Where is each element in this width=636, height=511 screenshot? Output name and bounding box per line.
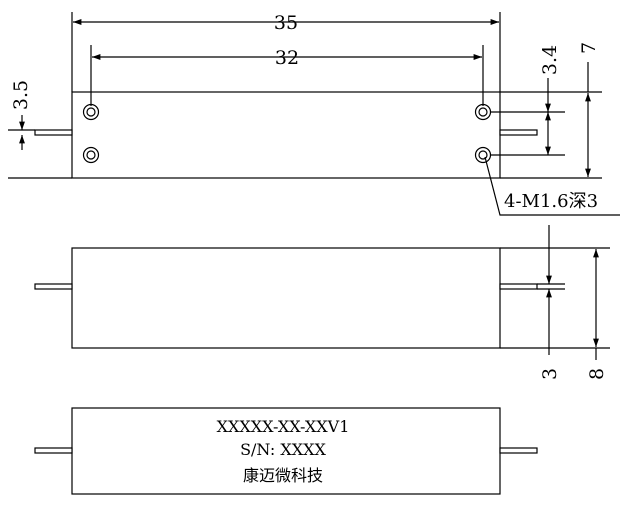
dim-label-3: 3 (539, 368, 561, 380)
dim-label-35: 35 (274, 12, 298, 34)
screw-hole-icon (474, 103, 492, 121)
fiber-right-label (499, 447, 538, 454)
side-view-body (71, 247, 501, 349)
label-view (34, 407, 538, 495)
screw-hole-icon (82, 103, 100, 121)
dim-label-7: 7 (578, 42, 600, 54)
label-model: XXXXX-XX-XXV1 (217, 417, 350, 436)
callout-holes: 4-M1.6深3 (504, 191, 598, 212)
callout-leader (484, 156, 620, 216)
fiber-right-side (499, 283, 538, 290)
side-view (34, 225, 610, 360)
fiber-right-top (499, 129, 538, 136)
top-view-body (71, 91, 501, 179)
label-serial: S/N: XXXX (240, 440, 326, 459)
fiber-left-top (34, 129, 73, 136)
dim-label-3-4: 3.4 (539, 45, 561, 75)
fiber-left-side (34, 283, 73, 290)
fiber-left-label (34, 447, 73, 454)
screw-hole-icon (82, 146, 100, 164)
dim-label-3-5: 3.5 (10, 80, 32, 110)
dim-label-8: 8 (586, 368, 608, 380)
top-view (8, 12, 620, 216)
label-company: 康迈微科技 (243, 466, 323, 485)
screw-hole-icon (474, 146, 492, 164)
dim-label-32: 32 (275, 47, 299, 69)
